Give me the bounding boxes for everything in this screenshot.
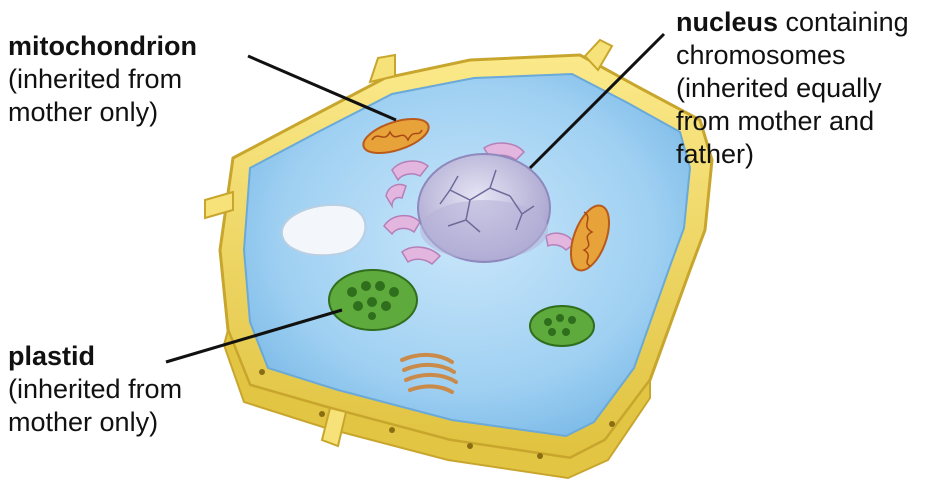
nucleus-note-line-1: chromosomes <box>676 39 909 72</box>
plastid-left <box>329 270 417 330</box>
nucleus-label: nucleus containing chromosomes (inherite… <box>676 6 909 171</box>
nucleus-note-line-3: from mother and <box>676 105 909 138</box>
nucleus-name-suffix: containing <box>778 7 909 37</box>
mitochondrion-label: mitochondrion (inherited from mother onl… <box>8 30 197 129</box>
mitochondrion-name: mitochondrion <box>8 31 197 61</box>
nucleus-note-line-4: father) <box>676 138 909 171</box>
plastid-note-line-2: mother only) <box>8 406 182 439</box>
plastid-name: plastid <box>8 341 95 371</box>
plastid-right <box>530 306 594 346</box>
mitochondrion-note-line-2: mother only) <box>8 96 197 129</box>
plastid-note-line-1: (inherited from <box>8 373 182 406</box>
mitochondrion-note-line-1: (inherited from <box>8 63 197 96</box>
nucleus-note-line-2: (inherited equally <box>676 72 909 105</box>
nucleus <box>418 154 550 262</box>
plastid-label: plastid (inherited from mother only) <box>8 340 182 439</box>
nucleus-name: nucleus <box>676 7 778 37</box>
